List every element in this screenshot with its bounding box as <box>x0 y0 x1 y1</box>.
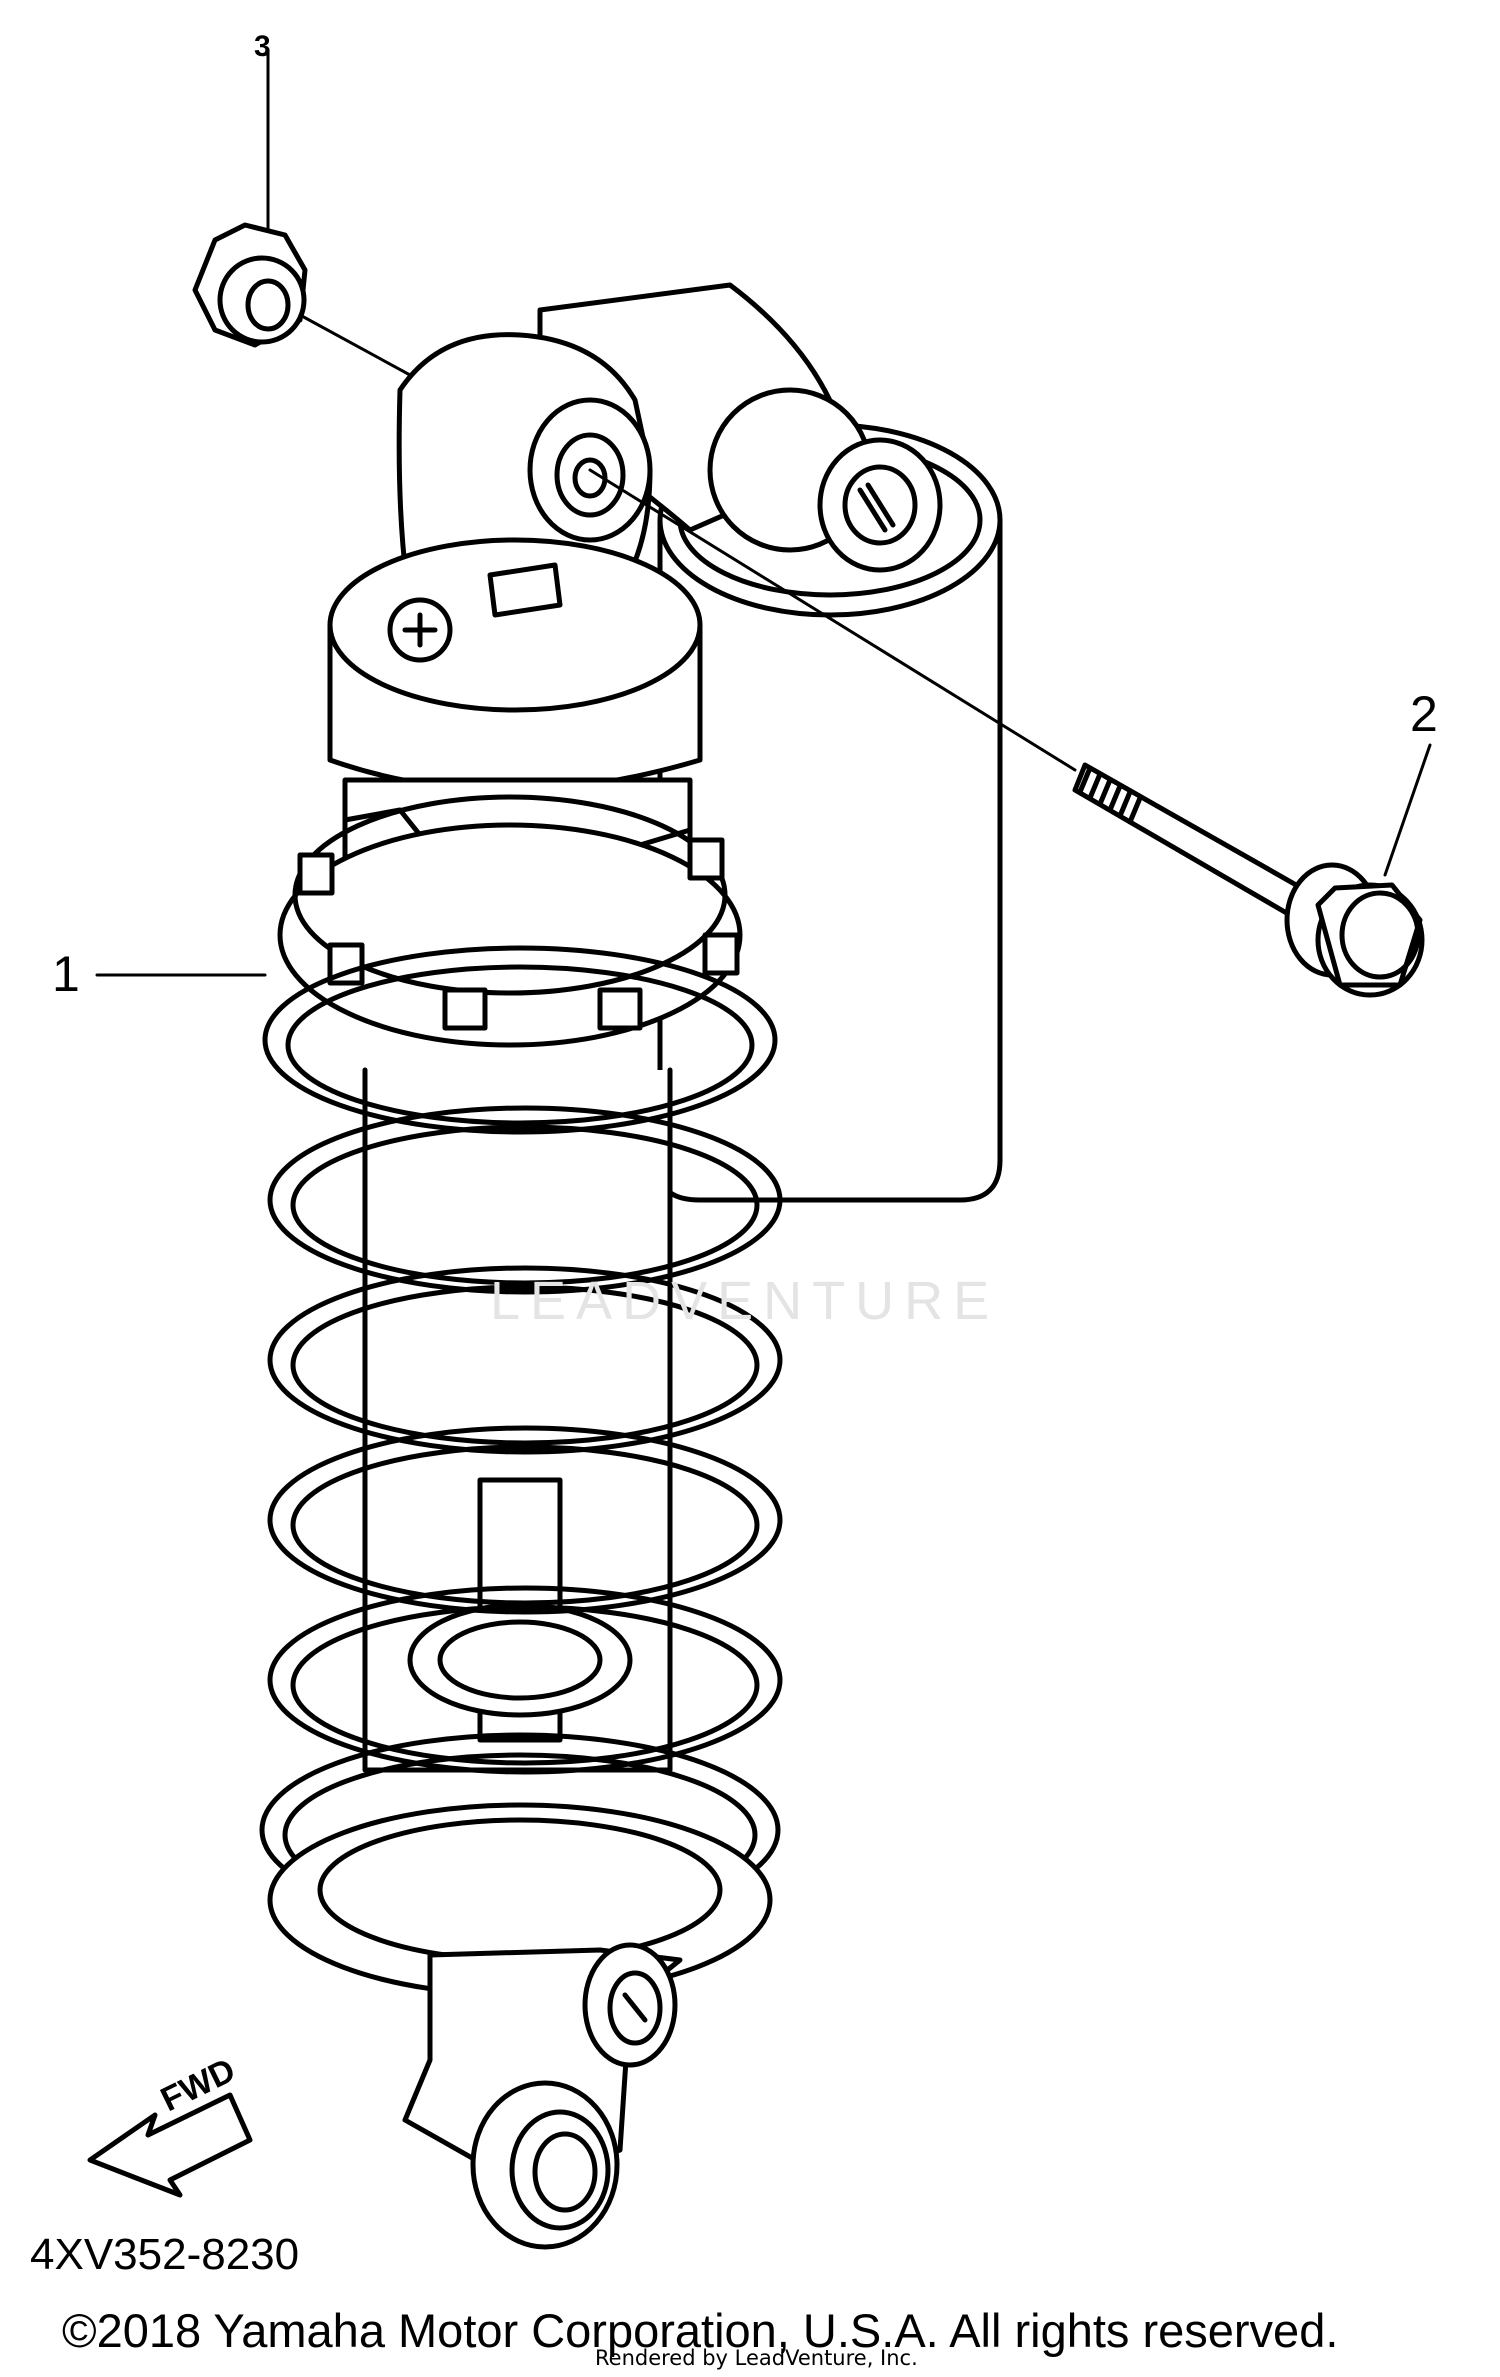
coil-spring <box>259 945 783 1928</box>
callout-part-3: 3 <box>254 30 271 63</box>
collar <box>192 222 308 348</box>
damper-body <box>327 537 703 793</box>
fwd-arrow-icon <box>87 2092 253 2198</box>
leader-lines <box>95 48 1432 977</box>
callout-part-1: 1 <box>52 946 80 1002</box>
bolt <box>1072 762 1425 998</box>
reservoir-connector <box>537 282 943 573</box>
watermark: LEADVENTURE <box>490 1271 1000 1331</box>
lower-mount-eye <box>402 1942 683 2250</box>
rendered-by-credit: Rendered by LeadVenture, Inc. <box>595 2346 918 2370</box>
diagram-part-code: 4XV352-8230 <box>30 2230 300 2279</box>
copyright-notice: ©2018 Yamaha Motor Corporation, U.S.A. A… <box>62 2304 1339 2357</box>
inner-cylinder <box>362 1067 673 1773</box>
callout-part-2: 2 <box>1410 686 1438 742</box>
